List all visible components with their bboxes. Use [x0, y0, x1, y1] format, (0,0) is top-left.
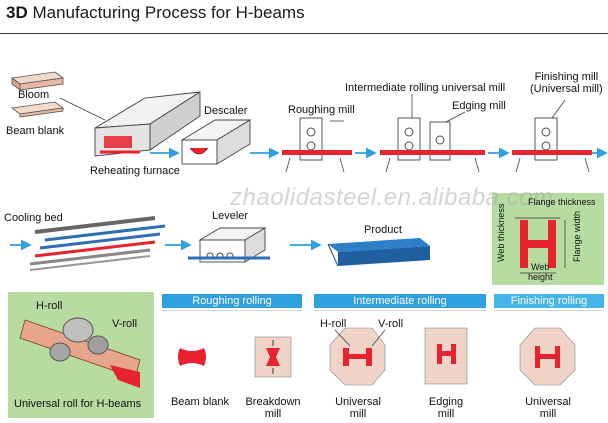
product-label: Product	[364, 224, 402, 236]
intermediate-mill-icon	[380, 117, 485, 173]
beam-blank-caption: Beam blank	[170, 396, 230, 408]
breakdown-line1: Breakdown	[245, 396, 301, 408]
leveler-label: Leveler	[212, 210, 249, 222]
roughing-mill-icon	[282, 117, 352, 173]
finishing-rolling-header: Finishing rolling	[494, 294, 604, 308]
leveler-icon	[188, 227, 270, 263]
reheating-furnace-icon	[94, 91, 201, 157]
watermark: zhaolidasteel.en.alibaba.com	[230, 184, 554, 211]
intermediate-universal-mill-icon	[329, 327, 386, 386]
finishing-mill-label: Finishing mill (Universal mill)	[530, 71, 603, 95]
roughing-divider	[162, 310, 302, 311]
descaler-icon	[180, 119, 252, 165]
breakdown-mill-caption: Breakdown mill	[244, 396, 302, 420]
finishing-mill-label-line2: (Universal mill)	[530, 83, 603, 95]
reheating-furnace-label: Reheating furnace	[90, 165, 180, 177]
web-thickness-label: Web thickness	[496, 203, 506, 262]
universal-roll-caption: Universal roll for H-beams	[14, 398, 142, 410]
beam-blank-icon	[10, 101, 65, 118]
finishing-universal-caption: Universal mill	[518, 396, 578, 420]
breakdown-mill-icon	[254, 336, 292, 378]
flange-width-label: Flange width	[572, 210, 582, 262]
finishing-universal-line1: Universal	[525, 396, 571, 408]
cooling-bed-label: Cooling bed	[4, 212, 63, 224]
beam-blank-label: Beam blank	[6, 125, 65, 137]
v-roll-label-2: V-roll	[378, 318, 404, 330]
universal-mill-caption: Universal mill	[328, 396, 388, 420]
bloom-label: Bloom	[18, 89, 50, 101]
edging-mill-line2: mill	[437, 408, 455, 420]
universal-mill-line1: Universal	[335, 396, 381, 408]
finishing-divider	[494, 310, 604, 311]
title-text: Manufacturing Process for H-beams	[32, 3, 305, 22]
product-icon	[327, 238, 430, 267]
intermediate-divider	[314, 310, 486, 311]
edging-mill-line1: Edging	[428, 396, 464, 408]
page-title: 3D Manufacturing Process for H-beams	[6, 3, 305, 23]
finishing-mill-icon	[512, 117, 592, 173]
h-beam-dimension-icon	[515, 217, 566, 274]
breakdown-line2: mill	[264, 408, 282, 420]
flange-thickness-label: Flange thickness	[528, 197, 596, 207]
roughing-mill-label: Roughing mill	[288, 104, 355, 116]
universal-mill-line2: mill	[349, 408, 367, 420]
finishing-mill-label-line1: Finishing mill	[534, 71, 599, 83]
cooling-bed-icon	[29, 216, 166, 271]
web-height-line2: height	[528, 272, 553, 282]
intermediate-mill-label: Intermediate rolling universal mill	[345, 82, 506, 94]
intermediate-rolling-header: Intermediate rolling	[314, 294, 486, 308]
title-number: 3D	[6, 3, 28, 22]
finishing-universal-line2: mill	[539, 408, 557, 420]
title-divider	[0, 33, 608, 34]
universal-roll-icon	[19, 317, 141, 388]
web-height-label: Web height	[528, 262, 553, 282]
beam-blank-shape	[178, 348, 206, 366]
roughing-rolling-header: Roughing rolling	[162, 294, 302, 308]
h-roll-label-2: H-roll	[320, 318, 347, 330]
v-roll-label: V-roll	[112, 318, 138, 330]
edging-mill-caption: Edging mill	[418, 396, 474, 420]
finishing-universal-mill-icon	[519, 327, 576, 386]
edging-mill-label: Edging mill	[452, 100, 506, 112]
bloom-block-icon	[10, 71, 65, 91]
web-height-line1: Web	[531, 262, 550, 272]
edging-mill-icon	[424, 327, 468, 385]
descaler-label: Descaler	[204, 105, 248, 117]
h-roll-label: H-roll	[36, 300, 63, 312]
